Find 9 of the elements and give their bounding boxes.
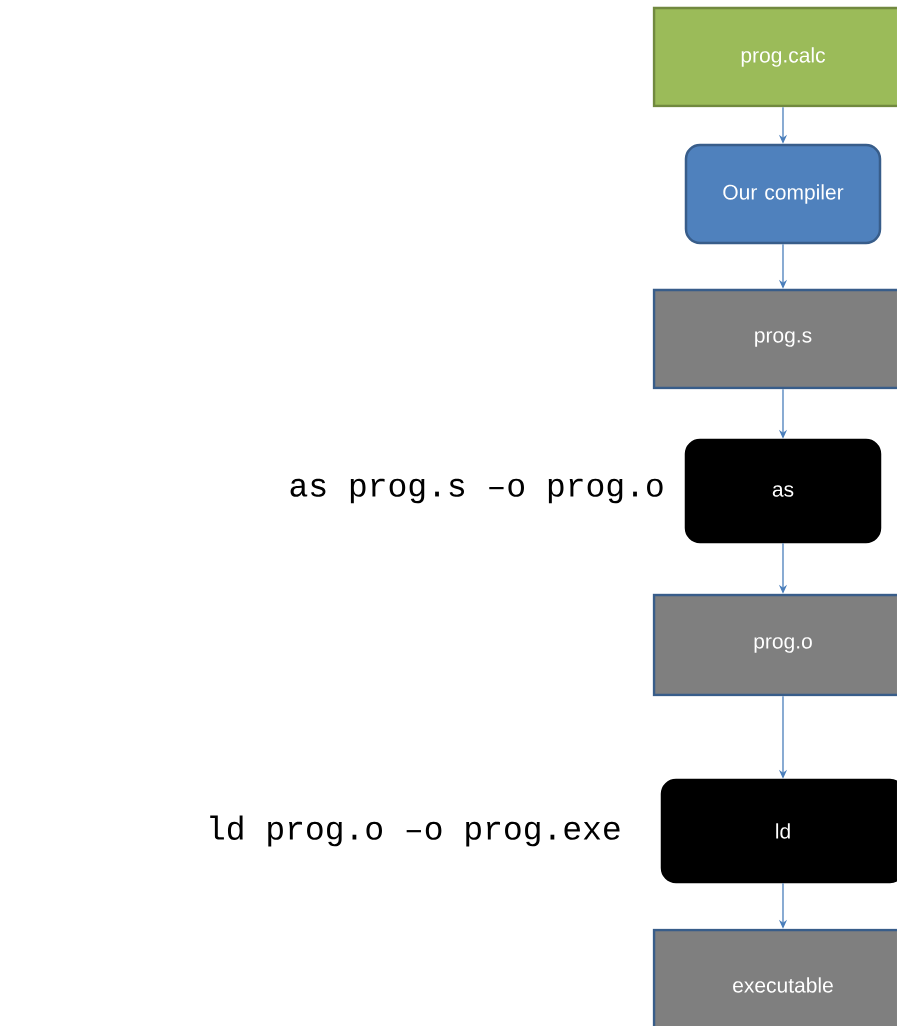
tool-box: ld [660, 778, 897, 884]
command-text: as prog.s –o prog.o [290, 478, 663, 504]
compiler-box: Our compiler [684, 143, 882, 245]
file-box: prog.calc [652, 6, 897, 108]
file-box: prog.s [652, 288, 897, 390]
file-box: executable [652, 928, 897, 1026]
command-text: ld prog.o –o prog.exe [210, 815, 620, 847]
tool-box: as [684, 438, 882, 544]
file-box: prog.o [652, 593, 897, 697]
